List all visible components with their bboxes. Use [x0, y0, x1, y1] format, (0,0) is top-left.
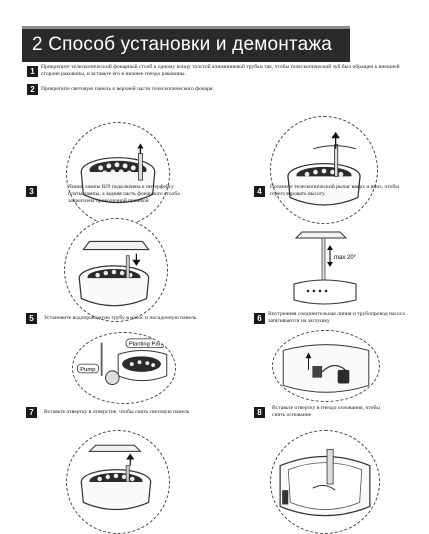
step-4-illustration — [270, 116, 378, 224]
step-4-text: Потяните телескопический рычаг вверх и в… — [270, 184, 399, 198]
page-title: 2 Способ установки и демонтажа — [32, 34, 333, 55]
step-7-text: Вставьте отвертку в отверстие, чтобы сня… — [44, 409, 190, 415]
step-5-illustration — [64, 218, 168, 322]
step-3-illustration — [66, 122, 170, 226]
step-1-number: 1 — [27, 66, 38, 77]
step-7-illustration: Planting Panel Pump — [72, 332, 176, 404]
max-height-label: max 20° — [334, 255, 357, 261]
step-3-number: 3 — [26, 186, 37, 197]
step-7-number: 7 — [26, 407, 37, 418]
step-4-number: 4 — [254, 186, 265, 197]
step-5-number: 5 — [26, 313, 37, 324]
step-8-illustration — [272, 330, 380, 402]
pump-label: Pump — [80, 367, 95, 373]
step-6-text: Внутренняя соединительная линия и трубоп… — [268, 311, 405, 325]
step-8-number: 8 — [254, 407, 265, 418]
step-5-text: Установите водопроводную трубу в насос и… — [44, 315, 197, 321]
step-1-text: Прикрепите телескопический фонарный стол… — [41, 64, 400, 78]
step-6-number: 6 — [254, 313, 265, 324]
planting-panel-label: Planting Panel — [129, 342, 167, 348]
step-8-text: Вставьте отвертку в гнездо основания, чт… — [272, 405, 381, 419]
step-3-text: Линия лампы RJ9 подключена к интерфейсу … — [68, 184, 180, 205]
step-2-number: 2 — [27, 84, 38, 95]
step-6-illustration: max 20° — [286, 222, 386, 308]
section-title-bar: 2 Способ установки и демонтажа — [22, 26, 350, 62]
step-10-illustration — [270, 430, 380, 534]
step-9-illustration — [66, 430, 170, 534]
step-2-text: Прикрепите световую панель к верхней час… — [41, 86, 214, 92]
